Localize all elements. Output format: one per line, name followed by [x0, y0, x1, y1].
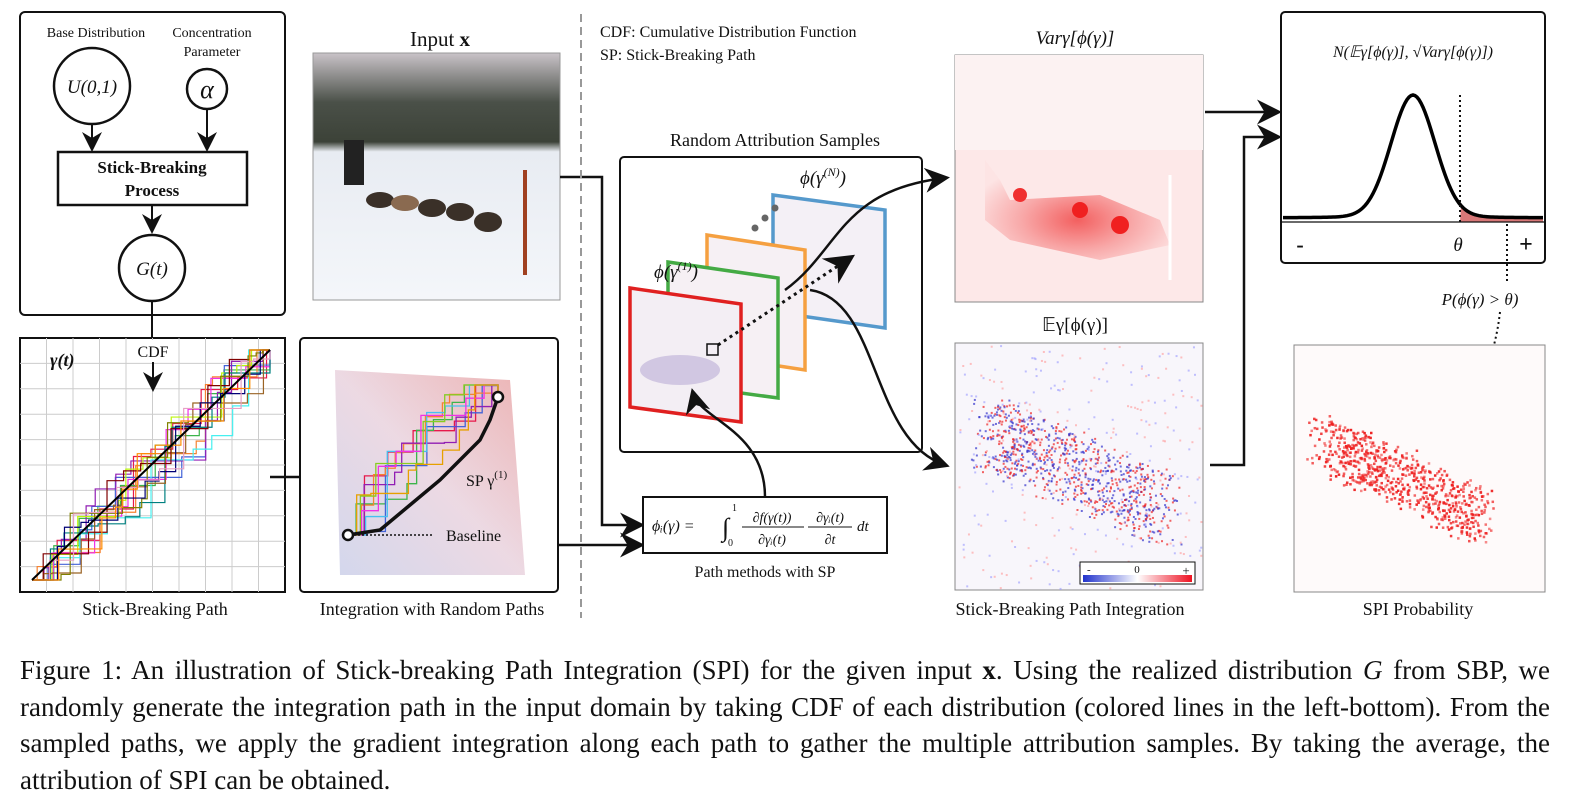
- concentration-label: Concentration: [172, 26, 251, 41]
- g-text: G(t): [136, 259, 168, 280]
- formula-lhs: ϕᵢ(γ) =: [652, 518, 695, 535]
- formula-dt: dt: [857, 519, 870, 535]
- colorbar-minus: -: [1087, 564, 1091, 576]
- sampled-path-line: [32, 349, 270, 581]
- process-label-2: Process: [125, 181, 180, 200]
- spi-caption: SPI Probability: [1363, 599, 1474, 619]
- figure-caption: Figure 1: An illustration of Stick-break…: [20, 655, 1551, 795]
- sampled-path-line: [32, 349, 270, 581]
- formula-den2: ∂t: [825, 533, 837, 548]
- formula-num2: ∂γᵢ(t): [816, 511, 844, 526]
- process-label-1: Stick-Breaking: [97, 158, 207, 177]
- colorbar-zero: 0: [1134, 564, 1140, 576]
- gamma-t-label: γ(t): [50, 350, 74, 371]
- formula-caption: Path methods with SP: [695, 564, 836, 581]
- uniform-text: U(0,1): [67, 77, 117, 98]
- mean-map: [954, 342, 1204, 591]
- sampled-path-line: [32, 350, 271, 581]
- parameter-label: Parameter: [184, 45, 241, 60]
- mean-map-panel: 𝔼γ[ϕ(γ)] - 0 + Stick-Breaking Path Integ…: [954, 315, 1204, 619]
- sp-label: SP γ(1): [466, 469, 507, 490]
- theta-label: θ: [1453, 235, 1462, 256]
- stick-breaking-path-plot: CDF γ(t) Stick-Breaking Path: [19, 337, 286, 619]
- alpha-node: [185, 67, 229, 111]
- sampled-path-line: [32, 349, 270, 581]
- integration-path-line: [348, 384, 499, 536]
- formula-num1: ∂f(γ(t)): [753, 511, 792, 526]
- base-distribution-label: Base Distribution: [47, 26, 145, 41]
- path-plot-caption: Stick-Breaking Path: [82, 599, 227, 619]
- normal-plus: +: [1519, 232, 1533, 258]
- spi-map: [1293, 344, 1546, 593]
- sampled-path-line: [32, 350, 271, 581]
- integration-panel: Baseline SP γ(1) Integration with Random…: [299, 337, 559, 619]
- probability-label: P(ϕ(γ) > θ): [1441, 290, 1519, 309]
- normal-minus: -: [1296, 232, 1303, 257]
- samples-title: Random Attribution Samples: [670, 130, 880, 150]
- variance-title: Varγ[ϕ(γ)]: [1036, 28, 1115, 49]
- integration-caption: Integration with Random Paths: [320, 599, 544, 619]
- random-attribution-samples: Random Attribution Samples ϕ(γ(N)) ϕ(γ(1…: [619, 130, 950, 498]
- phi-n-label: ϕ(γ(N)): [800, 165, 846, 189]
- sampled-path-line: [32, 350, 271, 581]
- colorbar-plus: +: [1182, 563, 1189, 578]
- input-title: Input x: [410, 27, 471, 51]
- spi-probability-panel: SPI Probability: [1293, 344, 1546, 619]
- svg-text:1: 1: [732, 503, 737, 514]
- alpha-text: α: [200, 75, 215, 104]
- legend-cdf: CDF: Cumulative Distribution Function: [600, 24, 856, 41]
- mean-title: 𝔼γ[ϕ(γ)]: [1042, 315, 1108, 336]
- variance-map-panel: Varγ[ϕ(γ)]: [954, 28, 1204, 303]
- normal-formula: N(𝔼γ[ϕ(γ)], √Varγ[ϕ(γ)]): [1332, 44, 1493, 61]
- sbp-panel: Base Distribution Concentration Paramete…: [19, 11, 286, 340]
- cdf-label: CDF: [137, 344, 168, 361]
- mean-caption: Stick-Breaking Path Integration: [956, 599, 1185, 619]
- integration-path-line: [348, 384, 499, 536]
- input-image-panel: Input x: [312, 27, 561, 301]
- formula-den1: ∂γᵢ(t): [758, 533, 786, 548]
- legend-sp: SP: Stick-Breaking Path: [600, 47, 756, 64]
- phi-1-label: ϕ(γ(1)): [654, 259, 698, 283]
- svg-text:∫: ∫: [720, 513, 731, 543]
- svg-text:0: 0: [728, 538, 733, 549]
- sampled-path-line: [32, 349, 270, 581]
- baseline-label: Baseline: [446, 528, 501, 545]
- path-method-formula: ϕᵢ(γ) = ∫ 1 0 ∂f(γ(t)) ∂γᵢ(t) ∂γᵢ(t) ∂t d…: [642, 496, 888, 581]
- integration-path-line: [348, 384, 499, 536]
- sampled-path-line: [32, 349, 270, 581]
- figure-diagram: Base Distribution Concentration Paramete…: [19, 11, 1546, 619]
